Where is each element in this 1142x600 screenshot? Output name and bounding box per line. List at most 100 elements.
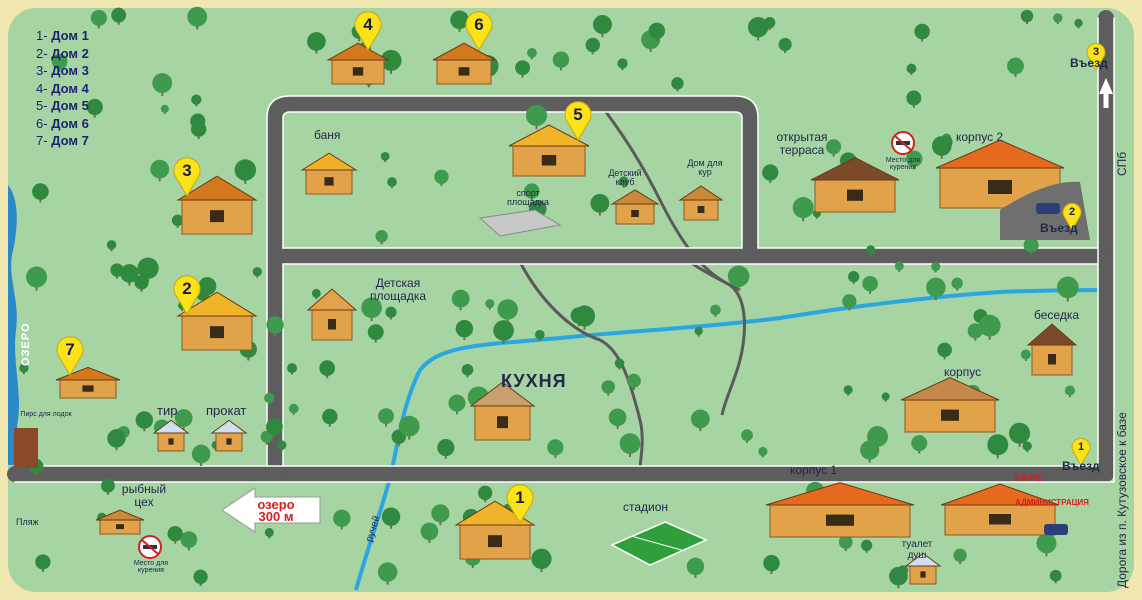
map-pin-icon-entry-3[interactable]: 3 <box>1085 43 1107 71</box>
tree-icon <box>134 275 149 290</box>
tree-icon <box>106 240 117 250</box>
label-chicken-house: Дом для кур <box>687 158 723 178</box>
tree-icon <box>763 554 780 572</box>
tree-icon <box>710 304 721 316</box>
tree-icon <box>608 408 627 427</box>
tree-icon <box>307 32 326 51</box>
tree-icon <box>826 139 842 155</box>
label-spb: СПб <box>1115 151 1129 176</box>
tree-icon <box>111 7 127 23</box>
tree-icon <box>953 548 967 563</box>
tree-icon <box>319 360 335 376</box>
tree-icon <box>1049 569 1062 582</box>
playground-icon <box>306 288 358 341</box>
arrow-up-icon <box>1099 78 1113 108</box>
map-pin-icon-house-4[interactable]: 4 <box>353 11 383 51</box>
house-icon-4 <box>326 42 390 85</box>
tree-icon <box>51 53 68 70</box>
legend-item: 1- Дом 1 <box>36 27 89 45</box>
legend-num: 4- <box>36 80 48 96</box>
label-beach: Пляж <box>16 517 39 527</box>
map-pin-icon-entry-2[interactable]: 2 <box>1061 203 1083 231</box>
tree-icon <box>1022 441 1032 451</box>
car-icon <box>1036 203 1068 535</box>
tree-icon <box>601 380 615 394</box>
tree-icon <box>276 440 287 450</box>
tree-icon <box>614 358 625 369</box>
tree-icon <box>135 411 153 429</box>
tree-icon <box>187 6 208 27</box>
tree-icon <box>86 98 103 116</box>
tree-icon <box>19 363 29 373</box>
pin-number: 4 <box>363 15 373 34</box>
tree-icon <box>385 306 397 318</box>
map-pin-icon-house-6[interactable]: 6 <box>464 11 494 51</box>
tree-icon <box>450 10 469 30</box>
tree-icon <box>137 257 159 279</box>
house-icon-1 <box>454 500 536 560</box>
tree-icon <box>311 288 321 298</box>
legend-num: 2- <box>36 45 48 61</box>
label-lake: ОЗЕРО <box>20 322 32 366</box>
tree-icon <box>191 94 202 105</box>
label-korpus2: корпус 2 <box>956 130 1004 144</box>
tree-icon <box>842 294 857 309</box>
label-korpus: корпус <box>944 365 982 379</box>
legend-item: 4- Дом 4 <box>36 80 89 98</box>
tree-icon <box>592 15 612 35</box>
roads <box>7 10 1115 483</box>
tree-icon <box>198 277 217 296</box>
arrow-text-distance: 300 м <box>258 509 294 524</box>
tree-icon <box>524 183 540 199</box>
legend-item: 6- Дом 6 <box>36 115 89 133</box>
fish-shop-icon <box>95 509 145 535</box>
tree-icon <box>32 183 49 200</box>
tree-icon <box>1007 57 1024 75</box>
tree-icon <box>838 535 853 549</box>
label-open-terrace: открытая терраса <box>776 130 828 157</box>
pin-number: 1 <box>515 488 525 507</box>
tree-icon <box>380 151 390 161</box>
tree-icon <box>265 418 283 436</box>
tree-icon <box>90 9 107 26</box>
tree-icon <box>590 193 610 213</box>
kitchen-icon <box>469 381 536 441</box>
map-pin-icon-house-5[interactable]: 5 <box>563 101 593 141</box>
pin-number: 3 <box>1092 46 1100 58</box>
tree-icon <box>388 56 399 67</box>
tree-icon <box>234 159 257 181</box>
legend-item: 5- Дом 5 <box>36 97 89 115</box>
tree-icon <box>367 324 384 341</box>
tree-icon <box>1064 385 1075 396</box>
sport-court <box>478 209 562 237</box>
pin-number: 5 <box>573 105 583 124</box>
label-smoking-top: Место для курения <box>885 157 921 172</box>
tree-icon <box>585 37 601 53</box>
label-entry-2: Въезд <box>1040 221 1078 235</box>
map-pin-icon-house-2[interactable]: 2 <box>172 275 202 315</box>
tree-icon <box>266 316 284 334</box>
kids-club-icon <box>610 189 660 225</box>
legend-num: 5- <box>36 98 48 113</box>
legend-label: Дом 1 <box>51 28 89 43</box>
legend-item: 2- Дом 2 <box>36 45 89 63</box>
map-pin-icon-house-7[interactable]: 7 <box>55 336 85 376</box>
tree-icon <box>497 299 518 320</box>
tree-icon <box>26 266 48 288</box>
map-pin-icon-entry-1[interactable]: 1 <box>1070 438 1092 466</box>
legend-num: 3- <box>36 63 48 78</box>
tree-icon <box>967 323 983 339</box>
tree-icon <box>1020 349 1031 360</box>
tree-icon <box>252 267 262 277</box>
map-pin-icon-house-1[interactable]: 1 <box>505 484 535 524</box>
tree-icon <box>931 261 941 272</box>
tree-icon <box>573 305 596 327</box>
tree-icon <box>619 433 641 454</box>
pier <box>14 428 38 468</box>
tree-icon <box>866 245 876 255</box>
tree-icon <box>322 408 338 425</box>
tir-icon <box>152 419 190 452</box>
tree-icons <box>19 6 1083 589</box>
tree-icon <box>762 164 779 181</box>
map-pin-icon-house-3[interactable]: 3 <box>172 157 202 197</box>
